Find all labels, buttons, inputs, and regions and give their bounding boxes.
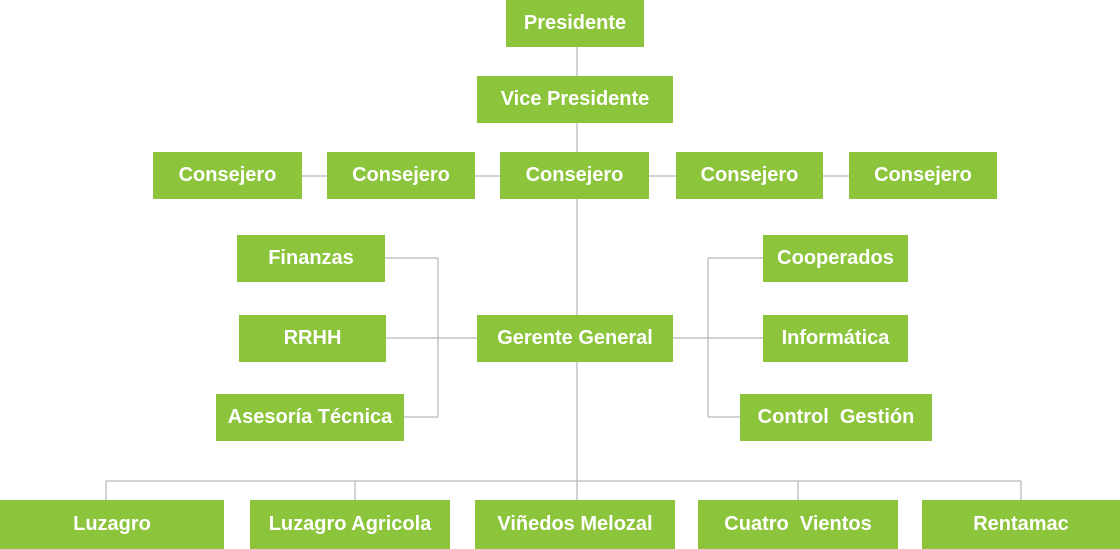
- department-label: Asesoría Técnica: [227, 406, 393, 428]
- department-box-rrhh: RRHH: [239, 315, 386, 362]
- general-manager-label: Gerente General: [497, 327, 653, 349]
- company-box-rentamac: Rentamac: [922, 500, 1120, 549]
- department-label: Finanzas: [268, 247, 354, 269]
- president-label: Presidente: [523, 12, 627, 34]
- councilor-box: Consejero: [327, 152, 475, 199]
- company-label: Viñedos Melozal: [497, 513, 653, 535]
- department-box-cooperados: Cooperados: [763, 235, 908, 282]
- councilor-label: Consejero: [178, 164, 277, 186]
- councilor-label: Consejero: [525, 164, 624, 186]
- councilor-box: Consejero: [676, 152, 823, 199]
- department-box-control-gestion: Control Gestión: [740, 394, 932, 441]
- company-label: Cuatro Vientos: [724, 513, 872, 535]
- councilor-box: Consejero: [500, 152, 649, 199]
- department-label: Informática: [781, 327, 890, 349]
- vice-president-box: Vice Presidente: [477, 76, 673, 123]
- company-box-luzagro-agricola: Luzagro Agricola: [250, 500, 450, 549]
- general-manager-box: Gerente General: [477, 315, 673, 362]
- department-label: Cooperados: [777, 247, 894, 269]
- vice-president-label: Vice Presidente: [500, 88, 650, 110]
- company-box-vinedos-melozal: Viñedos Melozal: [475, 500, 675, 549]
- councilor-label: Consejero: [352, 164, 450, 186]
- department-label: Control Gestión: [757, 406, 915, 428]
- department-box-informatica: Informática: [763, 315, 908, 362]
- councilor-box: Consejero: [849, 152, 997, 199]
- councilor-label: Consejero: [874, 164, 972, 186]
- department-box-asesoria: Asesoría Técnica: [216, 394, 404, 441]
- councilor-label: Consejero: [700, 164, 799, 186]
- company-label: Luzagro Agricola: [268, 513, 432, 535]
- councilor-box: Consejero: [153, 152, 302, 199]
- company-box-cuatro-vientos: Cuatro Vientos: [698, 500, 898, 549]
- department-box-finanzas: Finanzas: [237, 235, 385, 282]
- department-label: RRHH: [283, 327, 342, 349]
- company-box-luzagro: Luzagro: [0, 500, 224, 549]
- president-box: Presidente: [506, 0, 644, 47]
- company-label: Rentamac: [973, 513, 1069, 535]
- company-label: Luzagro: [73, 513, 151, 535]
